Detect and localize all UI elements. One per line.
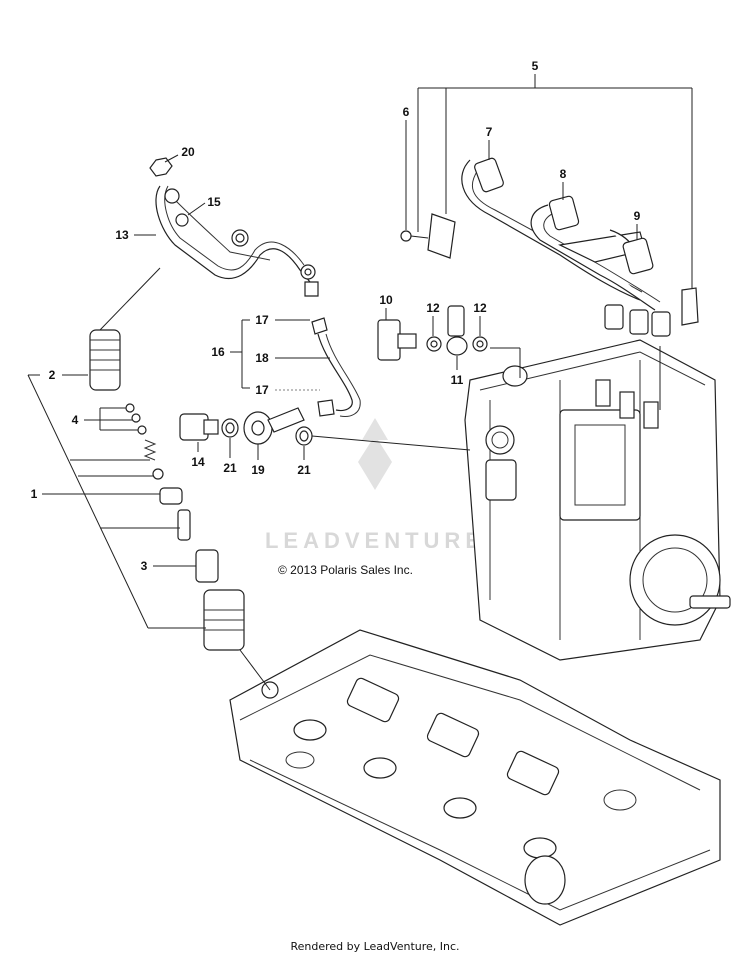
injection-pump — [464, 339, 731, 661]
callout-7: 7 — [486, 125, 493, 139]
callout-21-left: 21 — [223, 461, 237, 475]
callout-17-bottom: 17 — [255, 383, 269, 397]
injector-stack — [89, 329, 245, 651]
return-hose — [311, 317, 361, 417]
banjo-fitting-set — [179, 407, 313, 446]
footer-text: Rendered by LeadVenture, Inc. — [290, 940, 460, 953]
watermark-text: LEADVENTURE — [265, 528, 485, 553]
callout-2: 2 — [49, 368, 56, 382]
callout-6: 6 — [403, 105, 410, 119]
copyright-text: © 2013 Polaris Sales Inc. — [278, 563, 413, 577]
callout-12-right: 12 — [473, 301, 487, 315]
callout-21-right: 21 — [297, 463, 311, 477]
cylinder-head — [229, 629, 721, 926]
callout-4: 4 — [72, 413, 79, 427]
callout-11: 11 — [451, 373, 464, 387]
callout-17-top: 17 — [255, 313, 269, 327]
callout-13: 13 — [115, 228, 129, 242]
callout-10: 10 — [379, 293, 393, 307]
callout-8: 8 — [560, 167, 567, 181]
callout-16: 16 — [211, 345, 225, 359]
watermark: LEADVENTURE — [265, 418, 485, 553]
callout-15: 15 — [207, 195, 221, 209]
banjo-bolt-set — [377, 305, 488, 361]
leader-lines — [27, 74, 693, 691]
callout-14: 14 — [191, 455, 205, 469]
callout-9: 9 — [634, 209, 641, 223]
callout-19: 19 — [251, 463, 265, 477]
leak-off-line — [149, 157, 319, 297]
injection-pipe-assembly — [400, 157, 699, 337]
callout-12-left: 12 — [426, 301, 440, 315]
callout-labels: 5 6 7 8 9 20 15 13 10 12 12 11 17 16 18 … — [31, 59, 641, 573]
callout-20: 20 — [181, 145, 195, 159]
callout-3: 3 — [141, 559, 148, 573]
callout-18: 18 — [255, 351, 269, 365]
callout-1: 1 — [31, 487, 38, 501]
callout-5: 5 — [532, 59, 539, 73]
